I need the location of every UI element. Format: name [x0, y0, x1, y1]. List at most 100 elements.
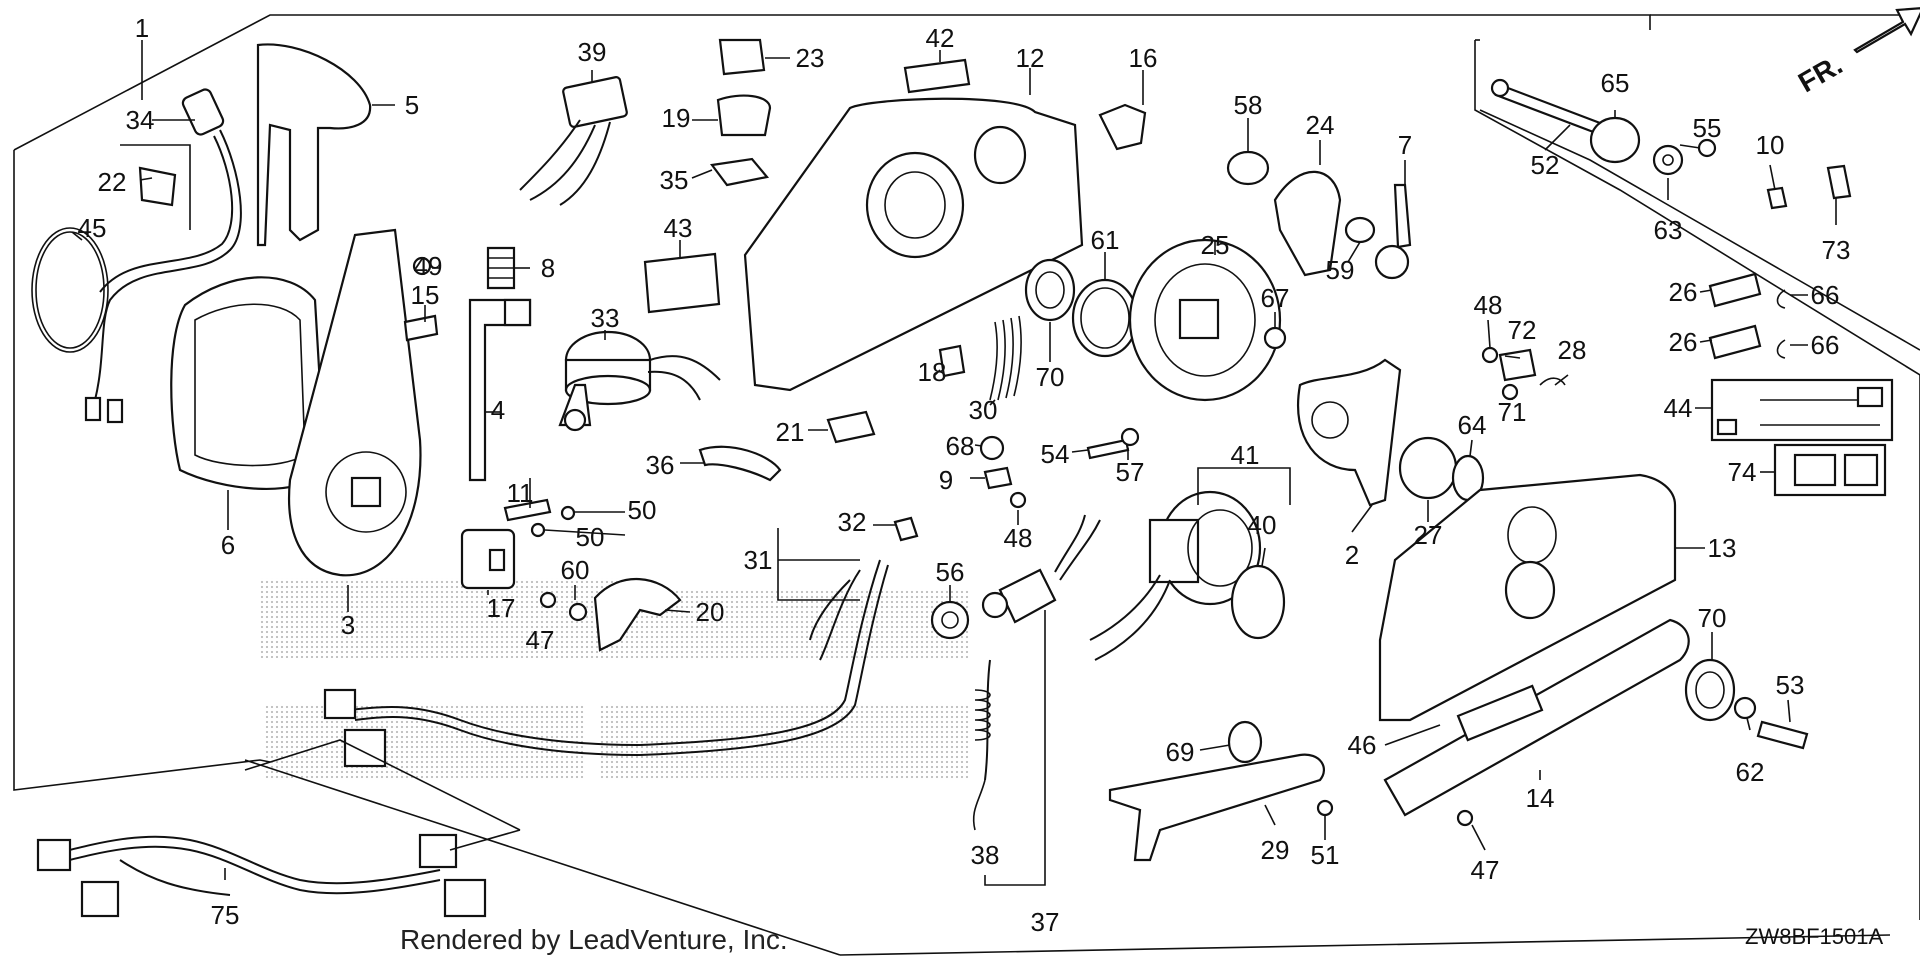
wire-cap [893, 516, 919, 542]
long-bolt [1494, 83, 1602, 135]
part-number-label: 22 [97, 167, 127, 197]
cable-clip [698, 445, 782, 482]
part-number-label: 25 [1200, 230, 1230, 260]
part-number-label: 55 [1692, 113, 1722, 143]
part-number-label: 1 [134, 13, 150, 43]
part-number-label: 18 [917, 357, 947, 387]
part-number-label: 12 [1015, 43, 1045, 73]
part-number-label: 21 [775, 417, 805, 447]
part-number-label: 45 [77, 213, 107, 243]
part-number-label: 57 [1115, 457, 1145, 487]
part-number-label: 47 [525, 625, 555, 655]
part-number-label: 29 [1260, 835, 1290, 865]
part-number-label: 31 [743, 545, 773, 575]
link-arm [1108, 753, 1325, 862]
part-number-label: 53 [1775, 670, 1805, 700]
part-number-label: 39 [577, 37, 607, 67]
part-number-label: 26 [1668, 277, 1698, 307]
part-number-label: 66 [1810, 280, 1840, 310]
cam-plate [593, 577, 682, 652]
part-number-label: 8 [540, 253, 556, 283]
bushing [1024, 258, 1076, 322]
part-number-label: 46 [1347, 730, 1377, 760]
part-number-label: 27 [1413, 520, 1443, 550]
part-number-label: 50 [575, 522, 605, 552]
part-number-label: 20 [695, 597, 725, 627]
part-number-label: 2 [1344, 540, 1360, 570]
part-number-label: 73 [1821, 235, 1851, 265]
label-42 [903, 58, 971, 94]
part-number-label: 42 [925, 23, 955, 53]
part-number-label: 6 [220, 530, 236, 560]
part-number-label: 40 [1247, 510, 1277, 540]
part-number-label: 19 [661, 103, 691, 133]
seal-strips [989, 315, 1022, 401]
main-harness [639, 559, 881, 746]
grommet [1098, 103, 1147, 151]
o-ring [31, 227, 109, 353]
label-43 [643, 252, 721, 314]
boot [716, 94, 772, 137]
part-number-label: 63 [1653, 215, 1683, 245]
part-number-label: 72 [1507, 315, 1537, 345]
part-number-label: 34 [125, 105, 155, 135]
lock-switch [938, 344, 966, 378]
clip [403, 314, 439, 342]
cap [138, 166, 177, 207]
plate [503, 498, 552, 522]
part-number-label: 14 [1525, 783, 1555, 813]
knob [718, 38, 766, 76]
part-number-label: 24 [1305, 110, 1335, 140]
bolt-53 [1756, 720, 1809, 750]
part-number-label: 35 [659, 165, 689, 195]
part-number-label: 70 [1035, 362, 1065, 392]
meter-lens [1230, 564, 1286, 640]
part-number-label: 60 [560, 555, 590, 585]
ring [1071, 278, 1139, 358]
part-number-label: 75 [210, 900, 240, 930]
nut [930, 600, 970, 640]
part-number-label: 59 [1325, 255, 1355, 285]
part-number-label: 9 [938, 465, 954, 495]
part-number-label: 32 [837, 507, 867, 537]
part-number-label: 11 [506, 478, 534, 508]
part-number-label: 4 [490, 395, 506, 425]
rubber-mount [1589, 116, 1641, 164]
housing-cover [170, 276, 327, 491]
part-number-label: 17 [486, 593, 516, 623]
watermark [260, 578, 970, 780]
leader-lines [71, 40, 1837, 886]
part-number-label: 68 [945, 431, 975, 461]
part-number-label: 56 [935, 557, 965, 587]
screw [412, 256, 432, 276]
part-number-label: 71 [1497, 397, 1527, 427]
part-number-label: 49 [413, 251, 443, 281]
part-number-label: 69 [1165, 737, 1195, 767]
part-number-label: 37 [1030, 907, 1060, 937]
part-number-label: 51 [1310, 840, 1340, 870]
cable-end-26a [1708, 272, 1762, 308]
part-number-label: 26 [1668, 327, 1698, 357]
neutral-lever [468, 298, 532, 482]
cable-end-26b [1708, 324, 1762, 360]
neutral-switch [460, 528, 516, 590]
part-number-label: 64 [1457, 410, 1487, 440]
detent-lever [1393, 183, 1412, 249]
part-number-label: 50 [627, 495, 657, 525]
part-number-label: 52 [1530, 150, 1560, 180]
sub-harness [49, 835, 441, 885]
part-number-label: 58 [1233, 90, 1263, 120]
lanyard-switch [998, 568, 1057, 624]
part-number-label: 65 [1600, 68, 1630, 98]
part-number-label: 74 [1727, 457, 1757, 487]
lever-body [288, 228, 422, 577]
plate-27 [1398, 436, 1458, 500]
part-number-label: 48 [1003, 523, 1033, 553]
part-number-label: 66 [1810, 330, 1840, 360]
part-number-label: 23 [795, 43, 825, 73]
part-number-label: 67 [1260, 283, 1290, 313]
part-number-label: 7 [1397, 130, 1413, 160]
part-number-label: 33 [590, 303, 620, 333]
part-number-label: 13 [1707, 533, 1737, 563]
part-number-label: 16 [1128, 43, 1158, 73]
